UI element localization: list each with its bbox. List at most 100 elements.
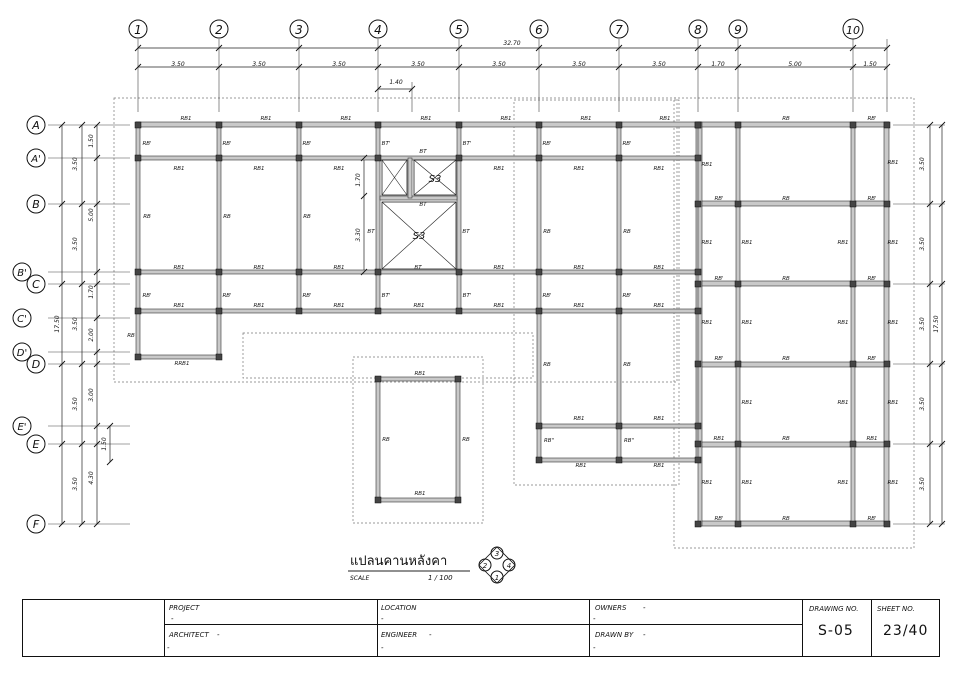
- grid-bubbles-columns: 1 2 3 4 5 6 7 8 9 10: [128, 18, 864, 40]
- column-marker: [134, 307, 142, 315]
- beam-label: RB': [222, 293, 231, 299]
- dimension-tick: [535, 44, 543, 52]
- dimension-tick: [106, 422, 114, 430]
- beam-label: RB1: [420, 116, 431, 122]
- beam-label: RB': [714, 276, 723, 282]
- column-marker: [694, 121, 702, 129]
- column-marker: [734, 360, 742, 368]
- beam-label: RB: [623, 229, 631, 235]
- grid-label: 3: [295, 23, 303, 37]
- dimension-tick: [295, 44, 303, 52]
- dimension-tick: [374, 44, 382, 52]
- column-marker: [134, 268, 142, 276]
- dim-bay: 3.50: [492, 61, 506, 68]
- beam-label: RB': [867, 196, 876, 202]
- grid-label: 10: [846, 24, 860, 37]
- slab-label: S3: [429, 174, 442, 185]
- dim-left-small: 1.50: [101, 437, 108, 451]
- column-marker: [849, 280, 857, 288]
- beam-label: RB1: [340, 116, 351, 122]
- drawn-by-label: DRAWN BY: [595, 631, 634, 639]
- grid-bubbles-rows: A A' B B' C C' D' D E' E F: [12, 115, 46, 534]
- dimension-tick: [93, 360, 101, 368]
- dimension-tick: [58, 520, 66, 528]
- beam-label: RB1: [653, 416, 664, 422]
- dim-left-inner: 2.00: [88, 328, 95, 342]
- beam-label: RB': [302, 293, 311, 299]
- beam-label: RB: [782, 116, 790, 122]
- column-marker: [535, 154, 543, 162]
- beam-label: RB': [142, 293, 151, 299]
- column-marker: [455, 154, 463, 162]
- column-marker: [215, 307, 223, 315]
- beam-label: RB1: [414, 491, 425, 497]
- grid-label: 5: [455, 23, 463, 37]
- grid-bubble-E: [26, 434, 46, 454]
- dimension-tick: [93, 154, 101, 162]
- dim-bay: 1.70: [711, 61, 725, 68]
- grid-label: A': [30, 154, 41, 165]
- beam-label: RRB1: [175, 361, 190, 367]
- grid-bubble-6: [529, 19, 549, 39]
- architect-label: ARCHITECT: [169, 631, 209, 639]
- column-marker: [849, 121, 857, 129]
- dimension-tick: [734, 44, 742, 52]
- beam-label: RB": [624, 438, 634, 444]
- column-marker: [374, 121, 382, 129]
- location-value: -: [381, 615, 384, 623]
- beam-label: RB1: [500, 116, 511, 122]
- dim-right: 3.50: [919, 477, 926, 491]
- dimension-tick: [734, 63, 742, 71]
- drawing-title: แปลนคานหลังคา SCALE 1 / 100: [348, 554, 470, 582]
- dimension-tick: [93, 268, 101, 276]
- dim-left-total: 17.50: [54, 315, 61, 332]
- beam-label: RB: [543, 229, 551, 235]
- beam-label: RB1: [837, 480, 848, 486]
- column-marker: [734, 200, 742, 208]
- grid-label: E: [33, 438, 40, 451]
- beam-label: RB1: [253, 265, 264, 271]
- dimension-tick: [926, 280, 934, 288]
- column-marker: [734, 440, 742, 448]
- beam-label: RB1: [173, 265, 184, 271]
- beam-label: RB1: [333, 265, 344, 271]
- beam-framing: [135, 121, 890, 527]
- dim-left-outer: 3.50: [72, 157, 79, 171]
- beam-label: RB': [222, 141, 231, 147]
- marker-label: 3: [495, 550, 499, 558]
- beam-label: RB1: [741, 400, 752, 406]
- column-marker: [734, 280, 742, 288]
- dimension-tick: [883, 63, 891, 71]
- beam-label: BT': [463, 141, 472, 147]
- column-marker: [694, 154, 702, 162]
- view-direction-marker: 3 2 4 1: [478, 546, 516, 584]
- column-marker: [455, 121, 463, 129]
- beam-label: RB': [302, 141, 311, 147]
- column-marker: [615, 268, 623, 276]
- grid-bubble-4: [368, 19, 388, 39]
- grid-label: E': [17, 422, 26, 433]
- dimension-tick: [374, 63, 382, 71]
- grid-label: 9: [734, 23, 742, 37]
- column-marker: [694, 360, 702, 368]
- scale-label: SCALE: [350, 575, 369, 582]
- dimension-tick: [926, 200, 934, 208]
- dim-left-outer: 3.50: [72, 237, 79, 251]
- owners-value-2: -: [593, 615, 596, 623]
- beam-label: RB: [782, 276, 790, 282]
- sheet-no: 23/40: [883, 623, 929, 639]
- dimension-tick: [134, 63, 142, 71]
- grid-bubble-C: [26, 274, 46, 294]
- beam-label: BT': [382, 293, 391, 299]
- beam-label: RB': [714, 196, 723, 202]
- beam-label: RB1: [887, 240, 898, 246]
- top-dimension-chain: [138, 47, 887, 112]
- beam-label: RB': [142, 141, 151, 147]
- beam-label: RB1: [741, 480, 752, 486]
- beam-label: RB1: [573, 303, 584, 309]
- column-marker: [295, 307, 303, 315]
- column-marker: [535, 121, 543, 129]
- grid-bubble-7: [609, 19, 629, 39]
- beam-label: RB1: [260, 116, 271, 122]
- marker-label: 1: [495, 574, 499, 582]
